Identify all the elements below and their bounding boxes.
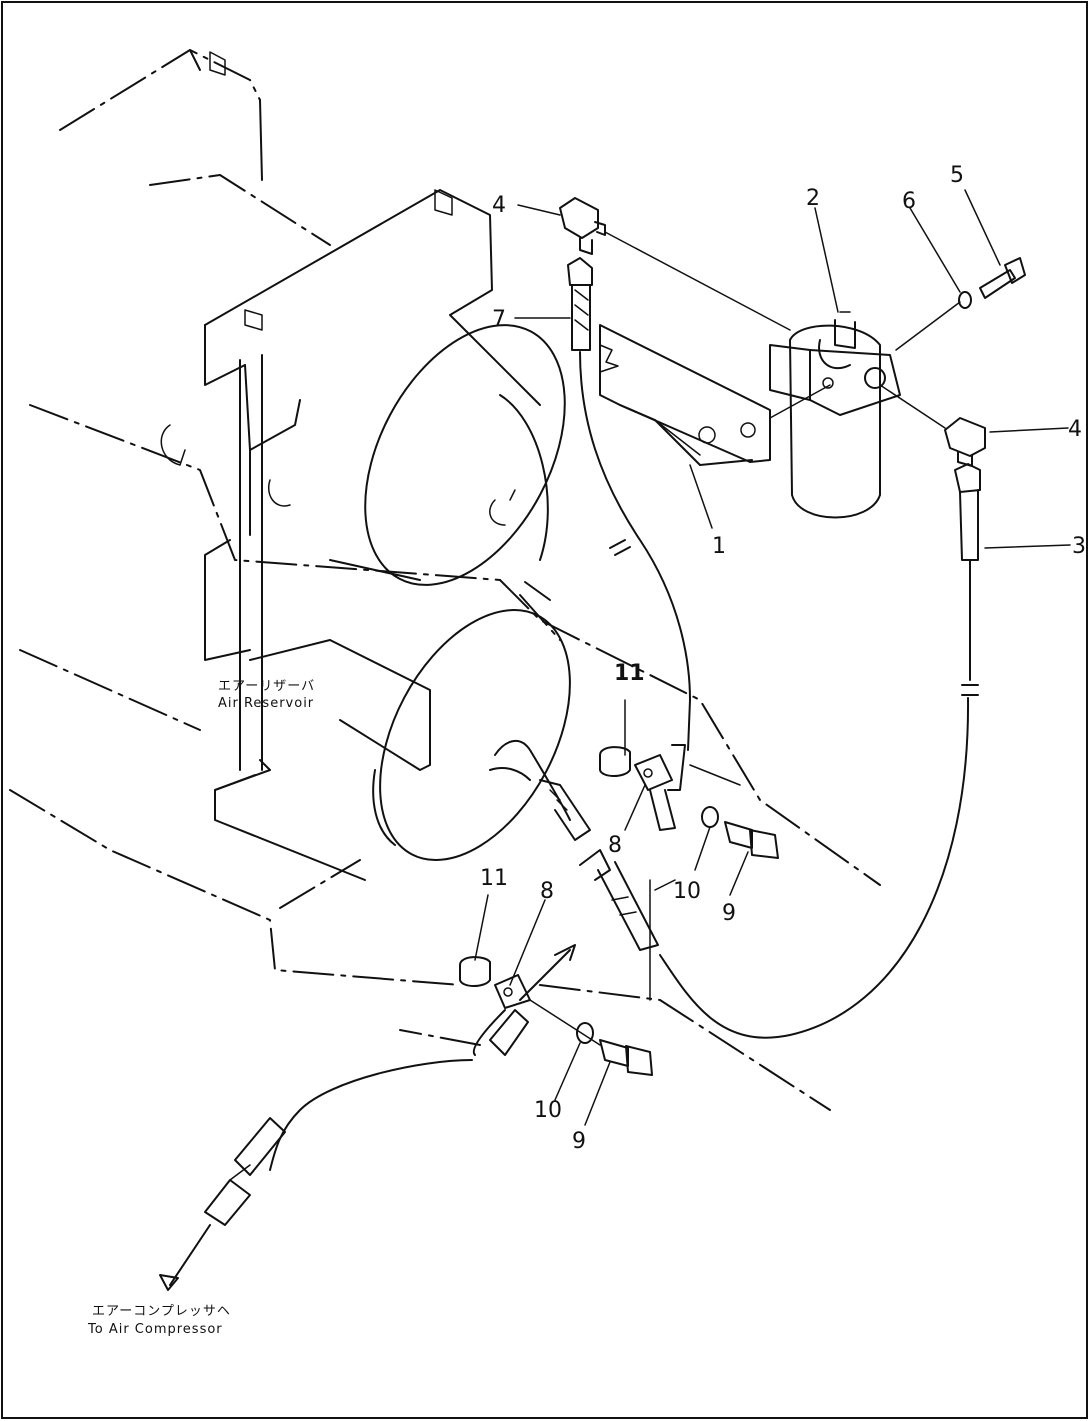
hose-to-compressor xyxy=(159,1009,506,1291)
bolt-5 xyxy=(979,257,1026,299)
compressor-label-jp: エアーコンプレッサヘ xyxy=(92,1304,231,1319)
compressor-label-en: To Air Compressor xyxy=(87,1322,223,1337)
callout-4-right: 4 xyxy=(1068,417,1082,442)
callout-2: 2 xyxy=(806,186,820,211)
clamp-8-lower xyxy=(489,974,531,1056)
clamp-8-upper xyxy=(634,744,686,831)
air-reservoir-label-en: Air Reservoir xyxy=(218,696,314,711)
chassis-frame xyxy=(9,49,881,1111)
callout-11-upper: 11 xyxy=(614,661,645,686)
bolt-9-upper xyxy=(724,821,779,859)
washer-6 xyxy=(958,291,972,309)
elbow-4-top xyxy=(559,197,606,255)
washer-10-upper xyxy=(701,806,719,828)
callout-10-mid: 10 xyxy=(673,879,701,904)
hose-3 xyxy=(659,463,981,1039)
spacer-11-lower xyxy=(459,956,491,987)
air-reservoir-label-jp: エアーリザーバ xyxy=(218,679,315,694)
callout-4-top: 4 xyxy=(492,193,506,218)
callout-9-upper: 9 xyxy=(722,901,736,926)
air-filter xyxy=(769,311,901,519)
callout-7: 7 xyxy=(492,307,506,332)
callout-8-lower: 8 xyxy=(540,879,554,904)
washer-10-lower xyxy=(576,1022,594,1044)
air-reservoir-tank xyxy=(160,51,571,881)
hose-7 xyxy=(567,257,691,751)
elbow-4-right xyxy=(944,417,986,467)
callout-1: 1 xyxy=(712,534,726,559)
bolt-9-lower xyxy=(599,1039,653,1076)
callout-11-lower: 11 xyxy=(480,866,508,891)
callout-3: 3 xyxy=(1072,534,1086,559)
callout-10-lower: 10 xyxy=(534,1098,562,1123)
callout-9-lower: 9 xyxy=(572,1129,586,1154)
bracket xyxy=(599,324,771,466)
spacer-11-upper xyxy=(599,746,631,777)
hose-from-reservoir xyxy=(489,740,591,841)
callout-6: 6 xyxy=(902,189,916,214)
callout-5: 5 xyxy=(950,163,964,188)
hose-crossing xyxy=(519,849,659,1001)
leader-lines xyxy=(474,189,1071,1126)
callout-8-upper: 8 xyxy=(608,833,622,858)
